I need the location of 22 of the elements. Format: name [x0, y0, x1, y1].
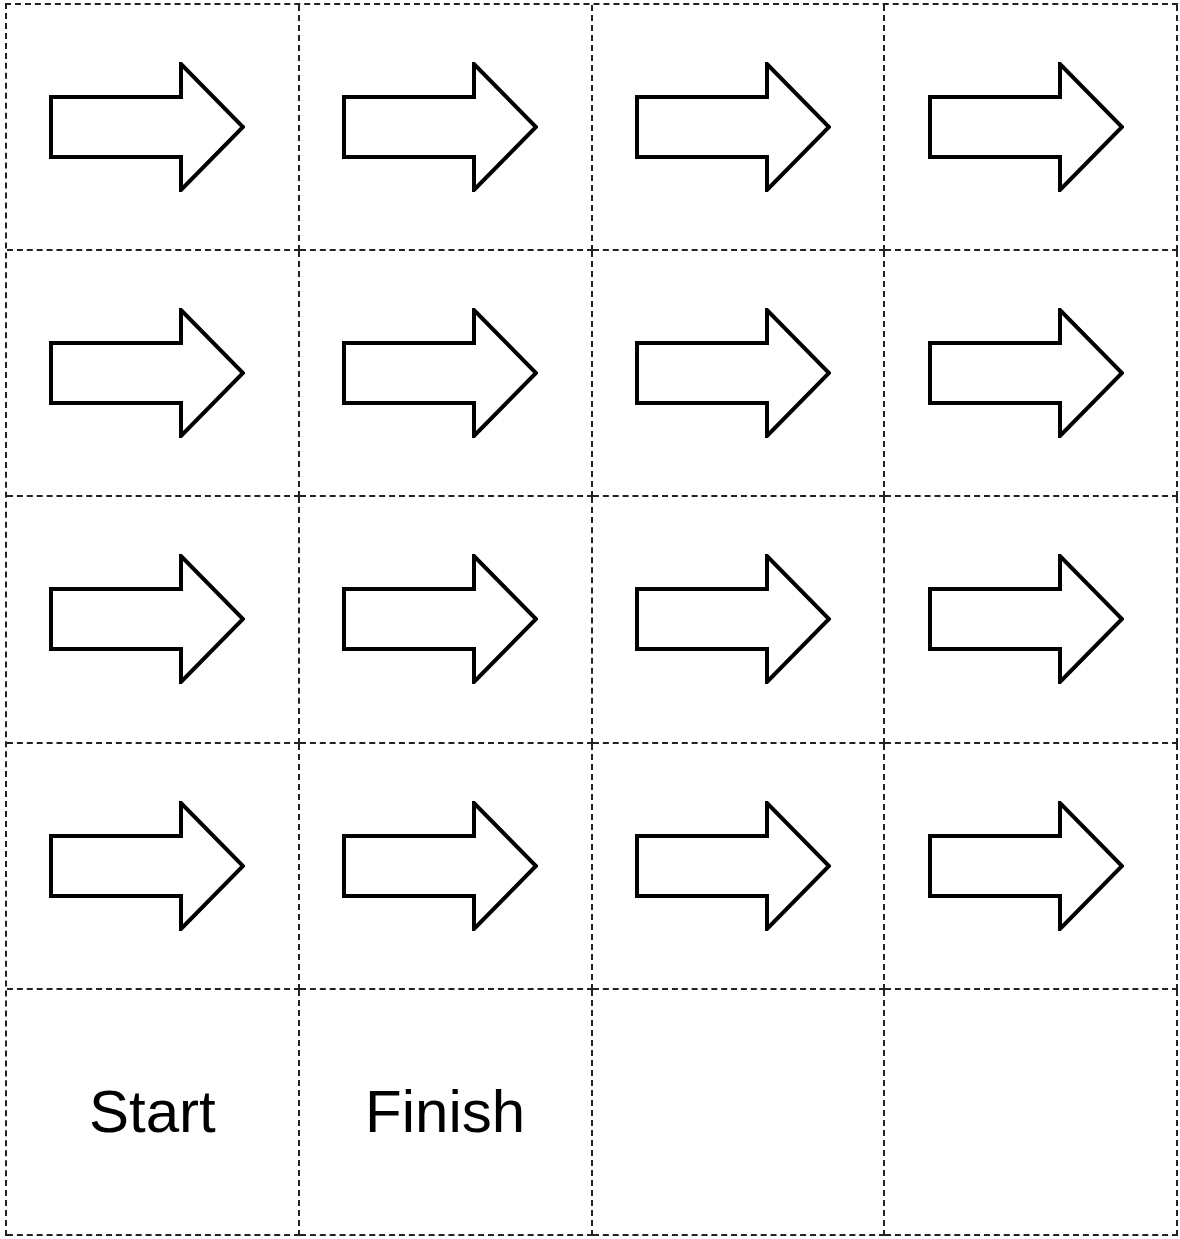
cut-out-card [7, 989, 300, 1236]
cut-out-card [592, 5, 886, 252]
cut-out-card [7, 5, 300, 252]
cut-out-card [299, 497, 593, 744]
card-text: Start [89, 1078, 216, 1145]
cut-out-card [885, 5, 1178, 252]
cut-out-card [7, 743, 300, 990]
cut-out-card [299, 251, 593, 498]
cut-out-card [592, 497, 886, 744]
cut-out-card [592, 743, 886, 990]
cut-out-card [7, 497, 300, 744]
card-text: Finish [365, 1078, 526, 1145]
cut-out-card [592, 251, 886, 498]
cut-out-card [299, 5, 593, 252]
cut-out-card [299, 743, 593, 990]
cut-out-card [7, 251, 300, 498]
cut-out-card [885, 743, 1178, 990]
cut-out-card [299, 989, 593, 1236]
cut-out-card [885, 251, 1178, 498]
cut-out-card [885, 989, 1178, 1236]
cut-out-card [885, 497, 1178, 744]
cut-out-card [592, 989, 886, 1236]
